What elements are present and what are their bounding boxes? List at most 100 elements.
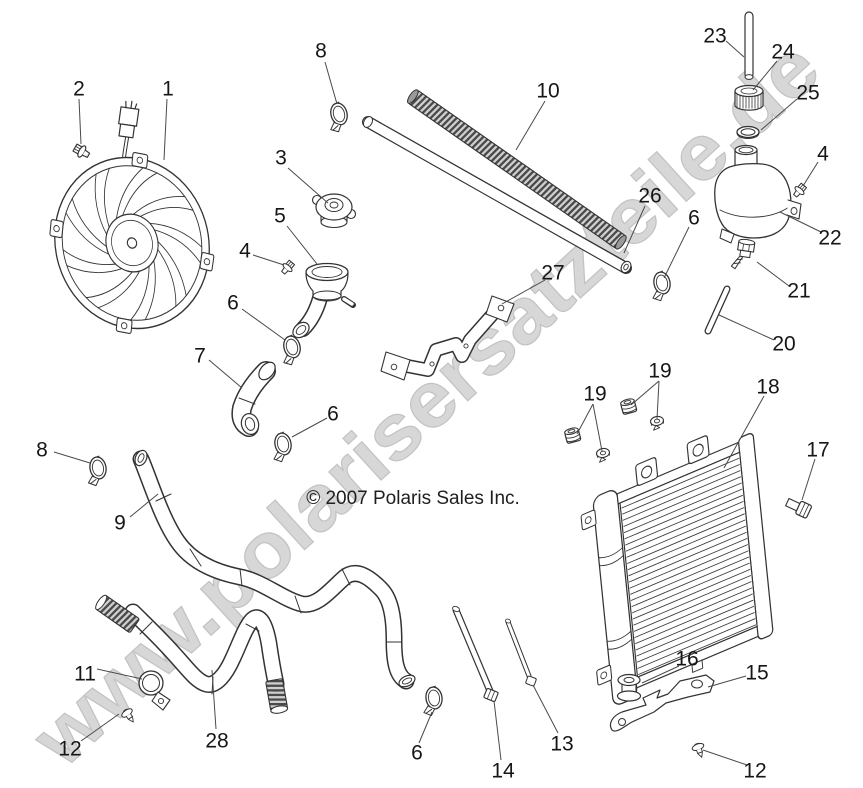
callout-910: 9	[114, 512, 126, 535]
callout-76: 7	[194, 345, 206, 368]
leader-line-12	[702, 749, 748, 766]
clamp-8a-illustration	[323, 100, 352, 135]
watermark-text: www.polarisersatzteile.de	[15, 23, 836, 783]
leader-line-9	[129, 493, 159, 518]
filler-neck-illustration	[292, 262, 356, 339]
callout-1718: 17	[806, 439, 829, 462]
artwork-layer	[49, 11, 812, 760]
leader-line-24	[752, 60, 778, 91]
callout-54: 5	[274, 205, 286, 228]
radiator-illustration	[580, 433, 774, 705]
reservoir-cap-illustration	[734, 84, 764, 111]
callout-2123: 21	[787, 280, 810, 303]
leader-line-4	[802, 161, 819, 187]
callout-1920: 19	[583, 383, 606, 406]
bracket-15-illustration	[609, 674, 715, 732]
watermark: www.polarisersatzteile.de	[14, 22, 836, 783]
leader-line-7	[208, 359, 243, 389]
fitting-21-illustration	[730, 238, 756, 270]
clamp-6d-illustration	[419, 684, 445, 718]
hose-28-illustration	[95, 594, 289, 714]
callout-89: 8	[36, 439, 48, 462]
elbow-hose-illustration	[231, 361, 276, 437]
radiator-cap-illustration	[311, 193, 357, 229]
leader-line-8	[324, 61, 338, 105]
callout-21: 2	[73, 78, 85, 101]
fan-connector	[118, 100, 140, 139]
p-clamp-illustration	[138, 670, 171, 711]
callout-2729: 27	[541, 262, 564, 285]
bolt-2-illustration	[71, 141, 93, 162]
leader-line-18	[723, 395, 765, 469]
callout-2830: 28	[205, 730, 228, 753]
leader-line-19	[576, 403, 594, 435]
leader-line-22	[779, 211, 822, 233]
overflow-rod-illustration	[744, 11, 754, 80]
leader-line-19	[630, 380, 660, 406]
tube-26-illustration	[362, 116, 632, 274]
cap-seal-illustration	[736, 125, 760, 139]
leader-line-21	[756, 261, 790, 287]
grommet-19b-illustration	[619, 397, 638, 416]
callout-1314: 13	[550, 733, 573, 756]
callout-2224: 22	[818, 227, 841, 250]
leader-line-13	[532, 684, 559, 734]
clamp-6a-illustration	[647, 269, 675, 303]
callout-633: 6	[411, 742, 423, 765]
leader-line-6	[418, 711, 433, 744]
hose-9-illustration	[132, 449, 416, 690]
leader-line-2	[78, 98, 82, 145]
leader-line-1	[163, 98, 168, 161]
leader-line-17	[801, 458, 816, 501]
callout-10: 1	[162, 78, 174, 101]
callout-1011: 10	[536, 80, 559, 103]
conduit-illustration	[407, 89, 627, 250]
leader-line-3	[287, 167, 329, 204]
clamp-8b-illustration	[83, 454, 110, 488]
callout-2527: 25	[796, 82, 819, 105]
tube-13-illustration	[505, 618, 537, 687]
grommet-19a-illustration	[563, 426, 582, 445]
leader-line-25	[760, 98, 798, 131]
clamp-6b-illustration	[276, 333, 305, 368]
copyright-text: © 2007 Polaris Sales Inc.	[306, 488, 520, 509]
leader-line-14	[493, 700, 502, 761]
callout-65: 6	[227, 292, 239, 315]
bolt-17-illustration	[785, 497, 812, 519]
leader-line-11	[96, 668, 143, 680]
leader-line-6	[291, 417, 328, 438]
callout-1213: 12	[58, 738, 81, 761]
leader-line-4	[252, 254, 285, 266]
bracket-27-illustration	[380, 295, 515, 381]
leader-line-23	[725, 40, 745, 58]
leader-line-5	[286, 225, 318, 265]
nut-19a-illustration	[595, 446, 612, 464]
callout-67: 6	[327, 403, 339, 426]
leader-line-19	[656, 380, 660, 420]
callout-1617: 16	[675, 648, 698, 671]
grommet-16-illustration	[616, 673, 642, 702]
callout-431: 4	[817, 143, 829, 166]
reservoir-bottle-illustration	[714, 144, 802, 244]
tube-14-illustration	[452, 605, 499, 702]
leader-line-10	[515, 100, 546, 151]
leader-line-6	[241, 308, 286, 341]
tube-20-illustration	[704, 285, 731, 335]
fan-assembly-illustration	[49, 100, 215, 334]
callout-88: 8	[315, 40, 327, 63]
leader-line-16	[641, 665, 680, 684]
callout-1234: 12	[743, 760, 766, 783]
callout-2325: 23	[703, 25, 726, 48]
callout-1516: 15	[745, 662, 768, 685]
bolt-4b-illustration	[790, 181, 809, 200]
callout-632: 6	[688, 207, 700, 230]
callout-1112: 11	[74, 663, 96, 686]
callout-2426: 24	[771, 41, 795, 64]
leader-line-26	[623, 205, 646, 254]
leader-line-12	[80, 713, 120, 742]
callout-32: 3	[275, 147, 287, 170]
clamp-6c-illustration	[268, 430, 296, 464]
